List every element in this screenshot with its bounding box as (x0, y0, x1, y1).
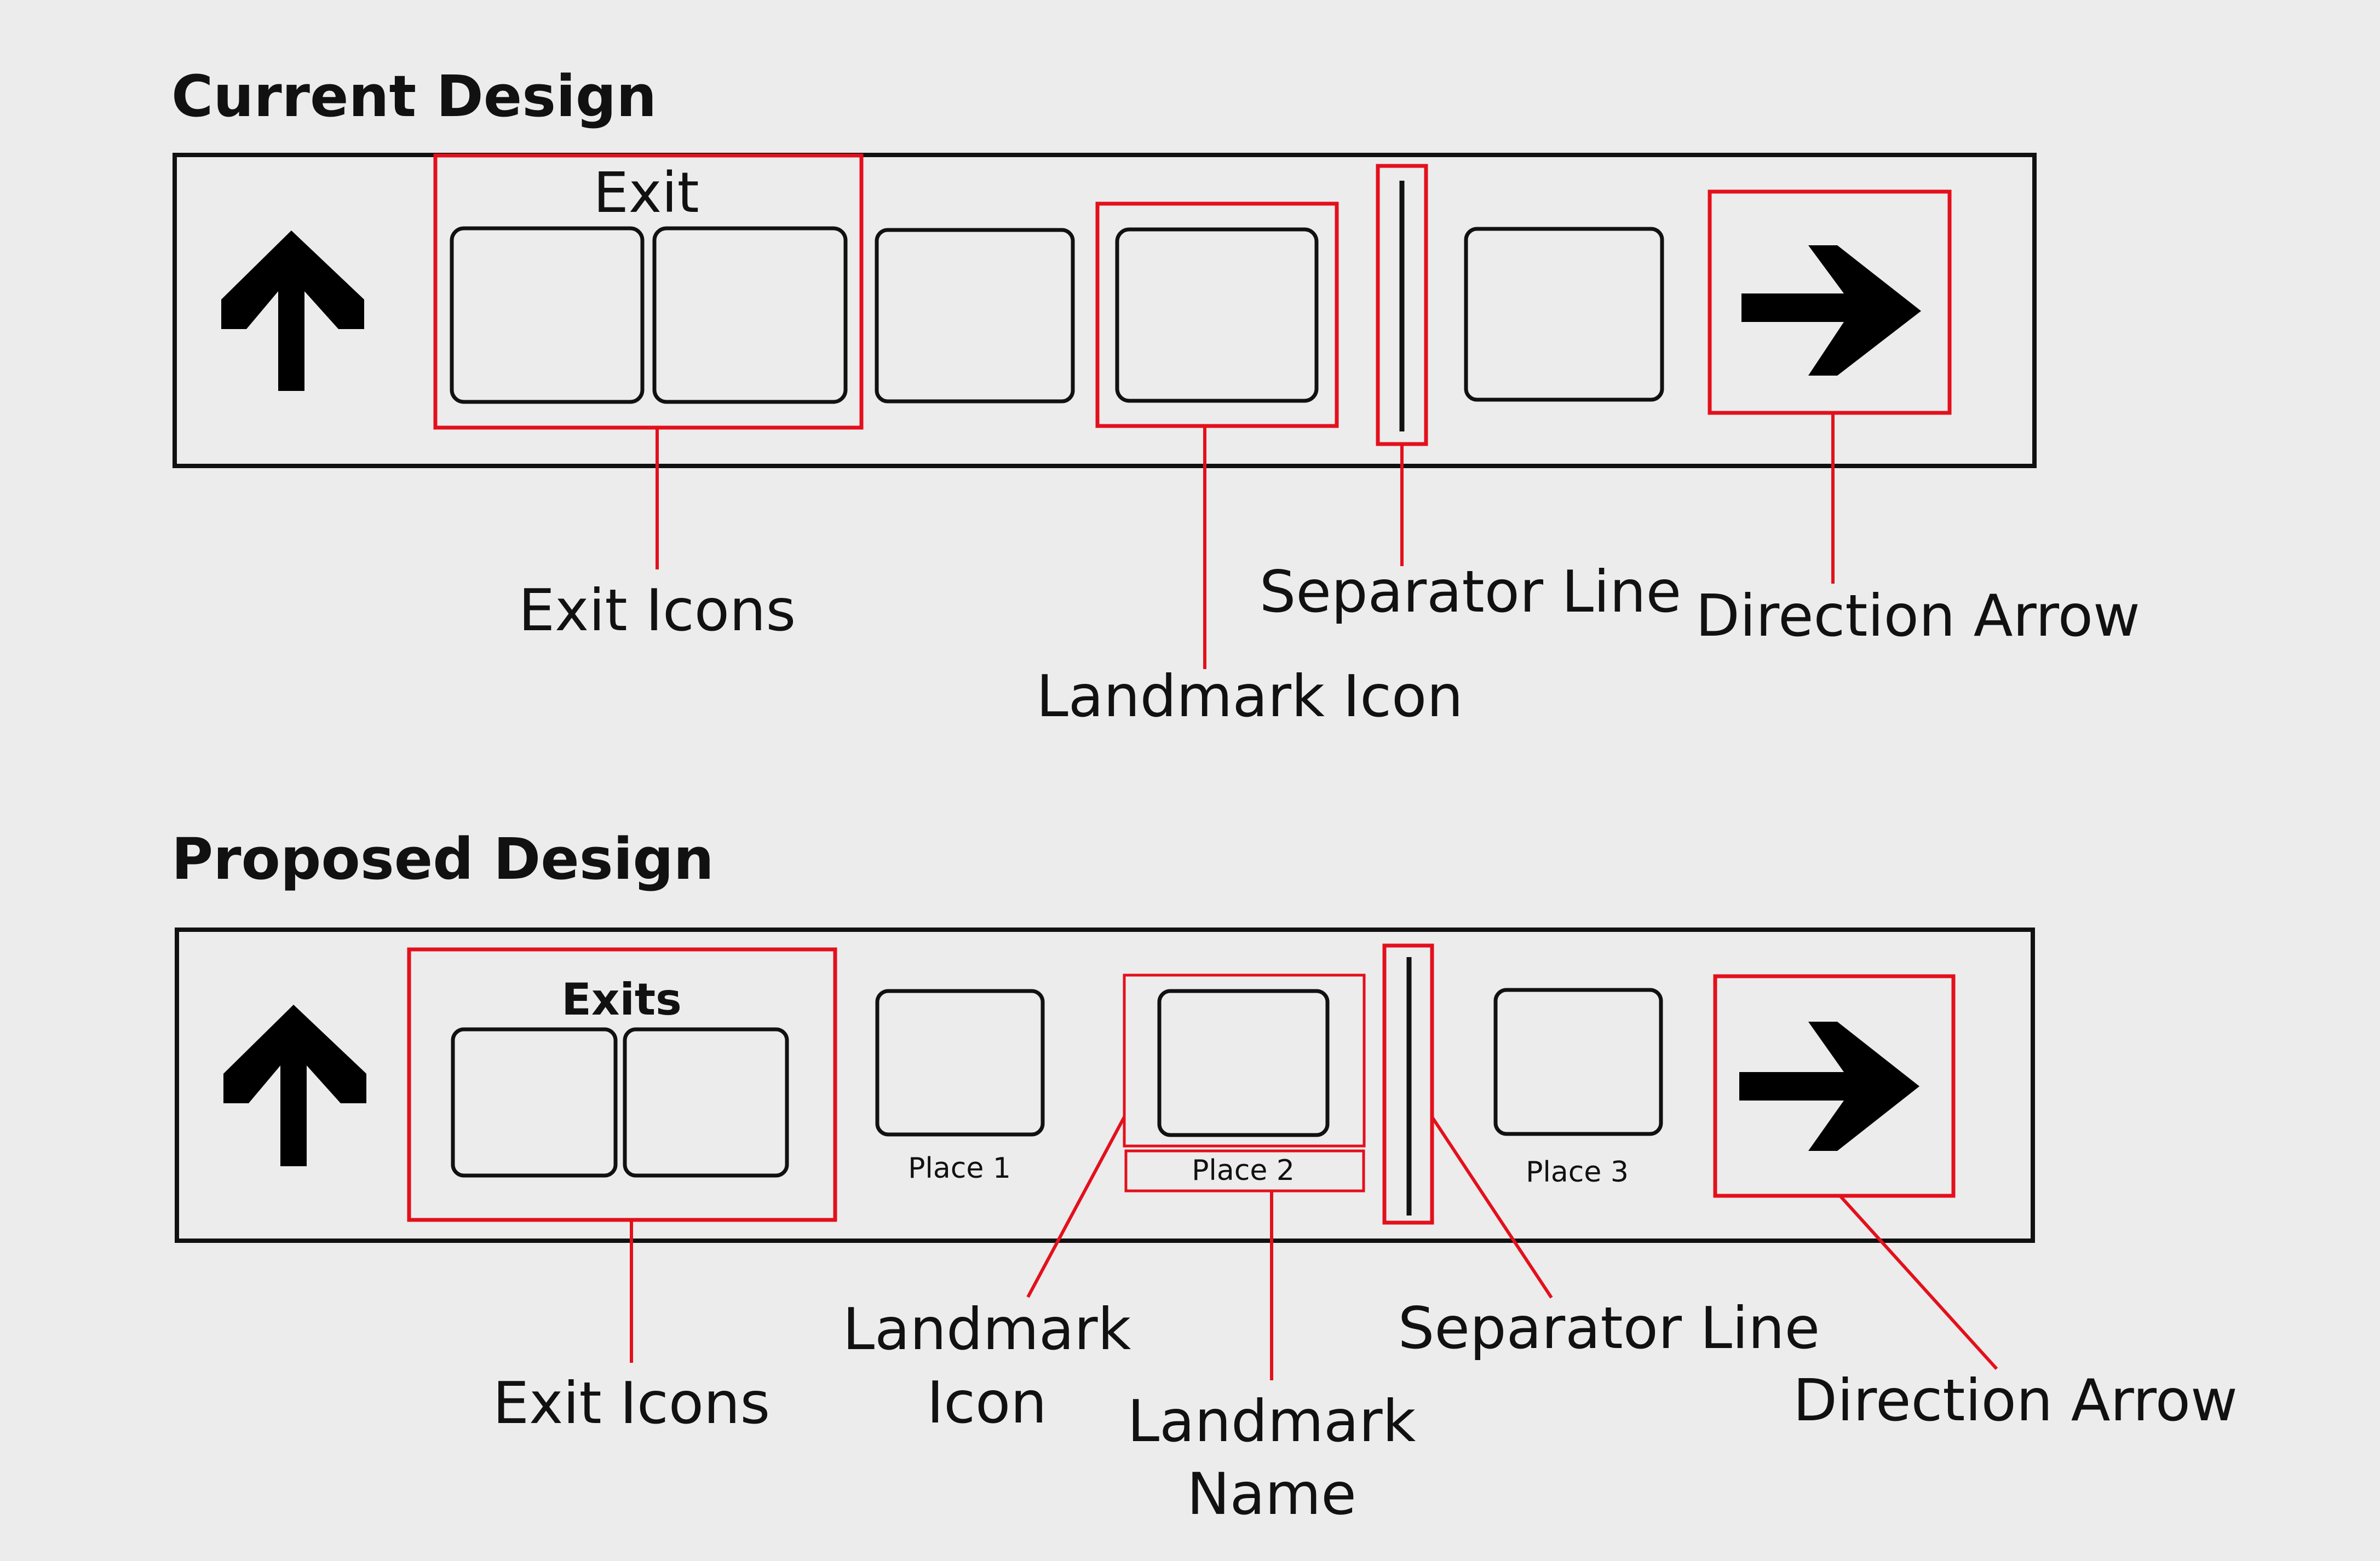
separator-line-highlight (1382, 943, 1434, 1225)
exit-icon (450, 226, 645, 404)
place-icon (1464, 227, 1664, 402)
place-name: Place 1 (908, 1152, 1011, 1185)
up-arrow-icon (221, 231, 364, 391)
exit-header: Exit (593, 160, 699, 226)
place-icon (875, 228, 1075, 404)
landmark-name-label-line1: Landmark (1128, 1388, 1416, 1455)
exit-icon (623, 1027, 789, 1178)
exit-icon (451, 1027, 618, 1178)
exits-header: Exits (561, 974, 682, 1025)
direction-arrow-leader (1838, 1194, 1998, 1370)
landmark-icon (1157, 989, 1330, 1137)
landmark-name: Place 2 (1192, 1154, 1295, 1187)
landmark-icon-label: Landmark Icon (1036, 663, 1463, 730)
landmark-icon (1115, 227, 1319, 403)
exit-icons-label: Exit Icons (493, 1370, 770, 1437)
direction-arrow-highlight (1708, 189, 1952, 415)
separator-line-label: Separator Line (1260, 558, 1682, 625)
landmark-name-highlight (1124, 1149, 1365, 1193)
right-arrow-icon (1739, 1022, 1919, 1151)
proposed-design-title: Proposed Design (171, 826, 714, 892)
up-arrow-icon (223, 1005, 366, 1166)
landmark-icon-highlight (1095, 201, 1339, 428)
current-sign-panel (173, 153, 2037, 468)
landmark-icon-leader (1026, 1116, 1126, 1298)
separator-line-label: Separator Line (1398, 1295, 1820, 1362)
separator-line-leader (1430, 1116, 1553, 1299)
current-design-title: Current Design (171, 63, 657, 130)
place-icon (875, 989, 1045, 1137)
direction-arrow-label: Direction Arrow (1793, 1367, 2238, 1434)
direction-arrow-highlight (1713, 974, 1956, 1198)
right-arrow-icon (1741, 245, 1921, 376)
proposed-sign-panel (175, 928, 2035, 1243)
place-icon (1493, 988, 1663, 1136)
landmark-icon-label-line2: Icon (927, 1369, 1047, 1436)
landmark-name-label-line2: Name (1187, 1461, 1356, 1528)
place-name: Place 3 (1526, 1156, 1629, 1189)
landmark-icon-highlight (1123, 974, 1366, 1148)
exit-icons-highlight (433, 153, 864, 430)
exit-icons-highlight (407, 947, 837, 1222)
landmark-icon-label-line1: Landmark (843, 1296, 1131, 1363)
exit-icons-label: Exit Icons (519, 577, 796, 644)
direction-arrow-label: Direction Arrow (1695, 583, 2140, 649)
exit-icon (652, 226, 848, 404)
